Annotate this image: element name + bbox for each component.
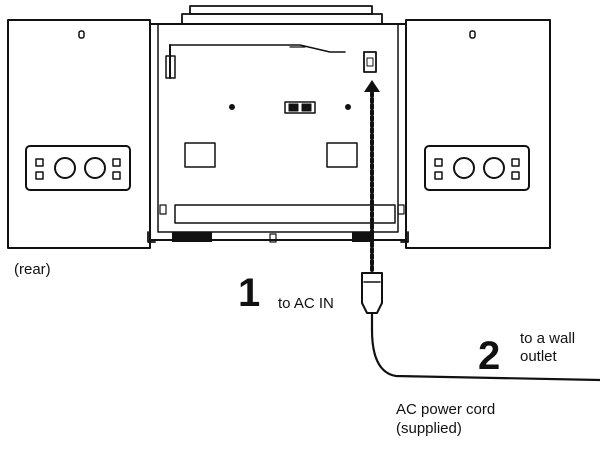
right-speaker <box>405 19 551 249</box>
rear-label: (rear) <box>14 261 51 278</box>
cord-label-line1: AC power cord <box>396 401 496 418</box>
step-2-text-line2: outlet <box>520 348 557 365</box>
insert-arrow-icon <box>364 80 380 272</box>
main-unit-rear <box>147 5 409 243</box>
step-1-number: 1 <box>238 271 261 315</box>
ac-in-jack-icon <box>363 51 377 73</box>
step-2-text-line1: to a wall <box>520 330 576 347</box>
cord-label-line2: (supplied) <box>396 420 462 437</box>
step-2-number: 2 <box>478 334 501 378</box>
ac-power-cord <box>370 328 600 382</box>
step-1-text: to AC IN <box>278 295 334 312</box>
left-speaker <box>7 19 151 249</box>
ac-plug-icon <box>361 272 383 332</box>
